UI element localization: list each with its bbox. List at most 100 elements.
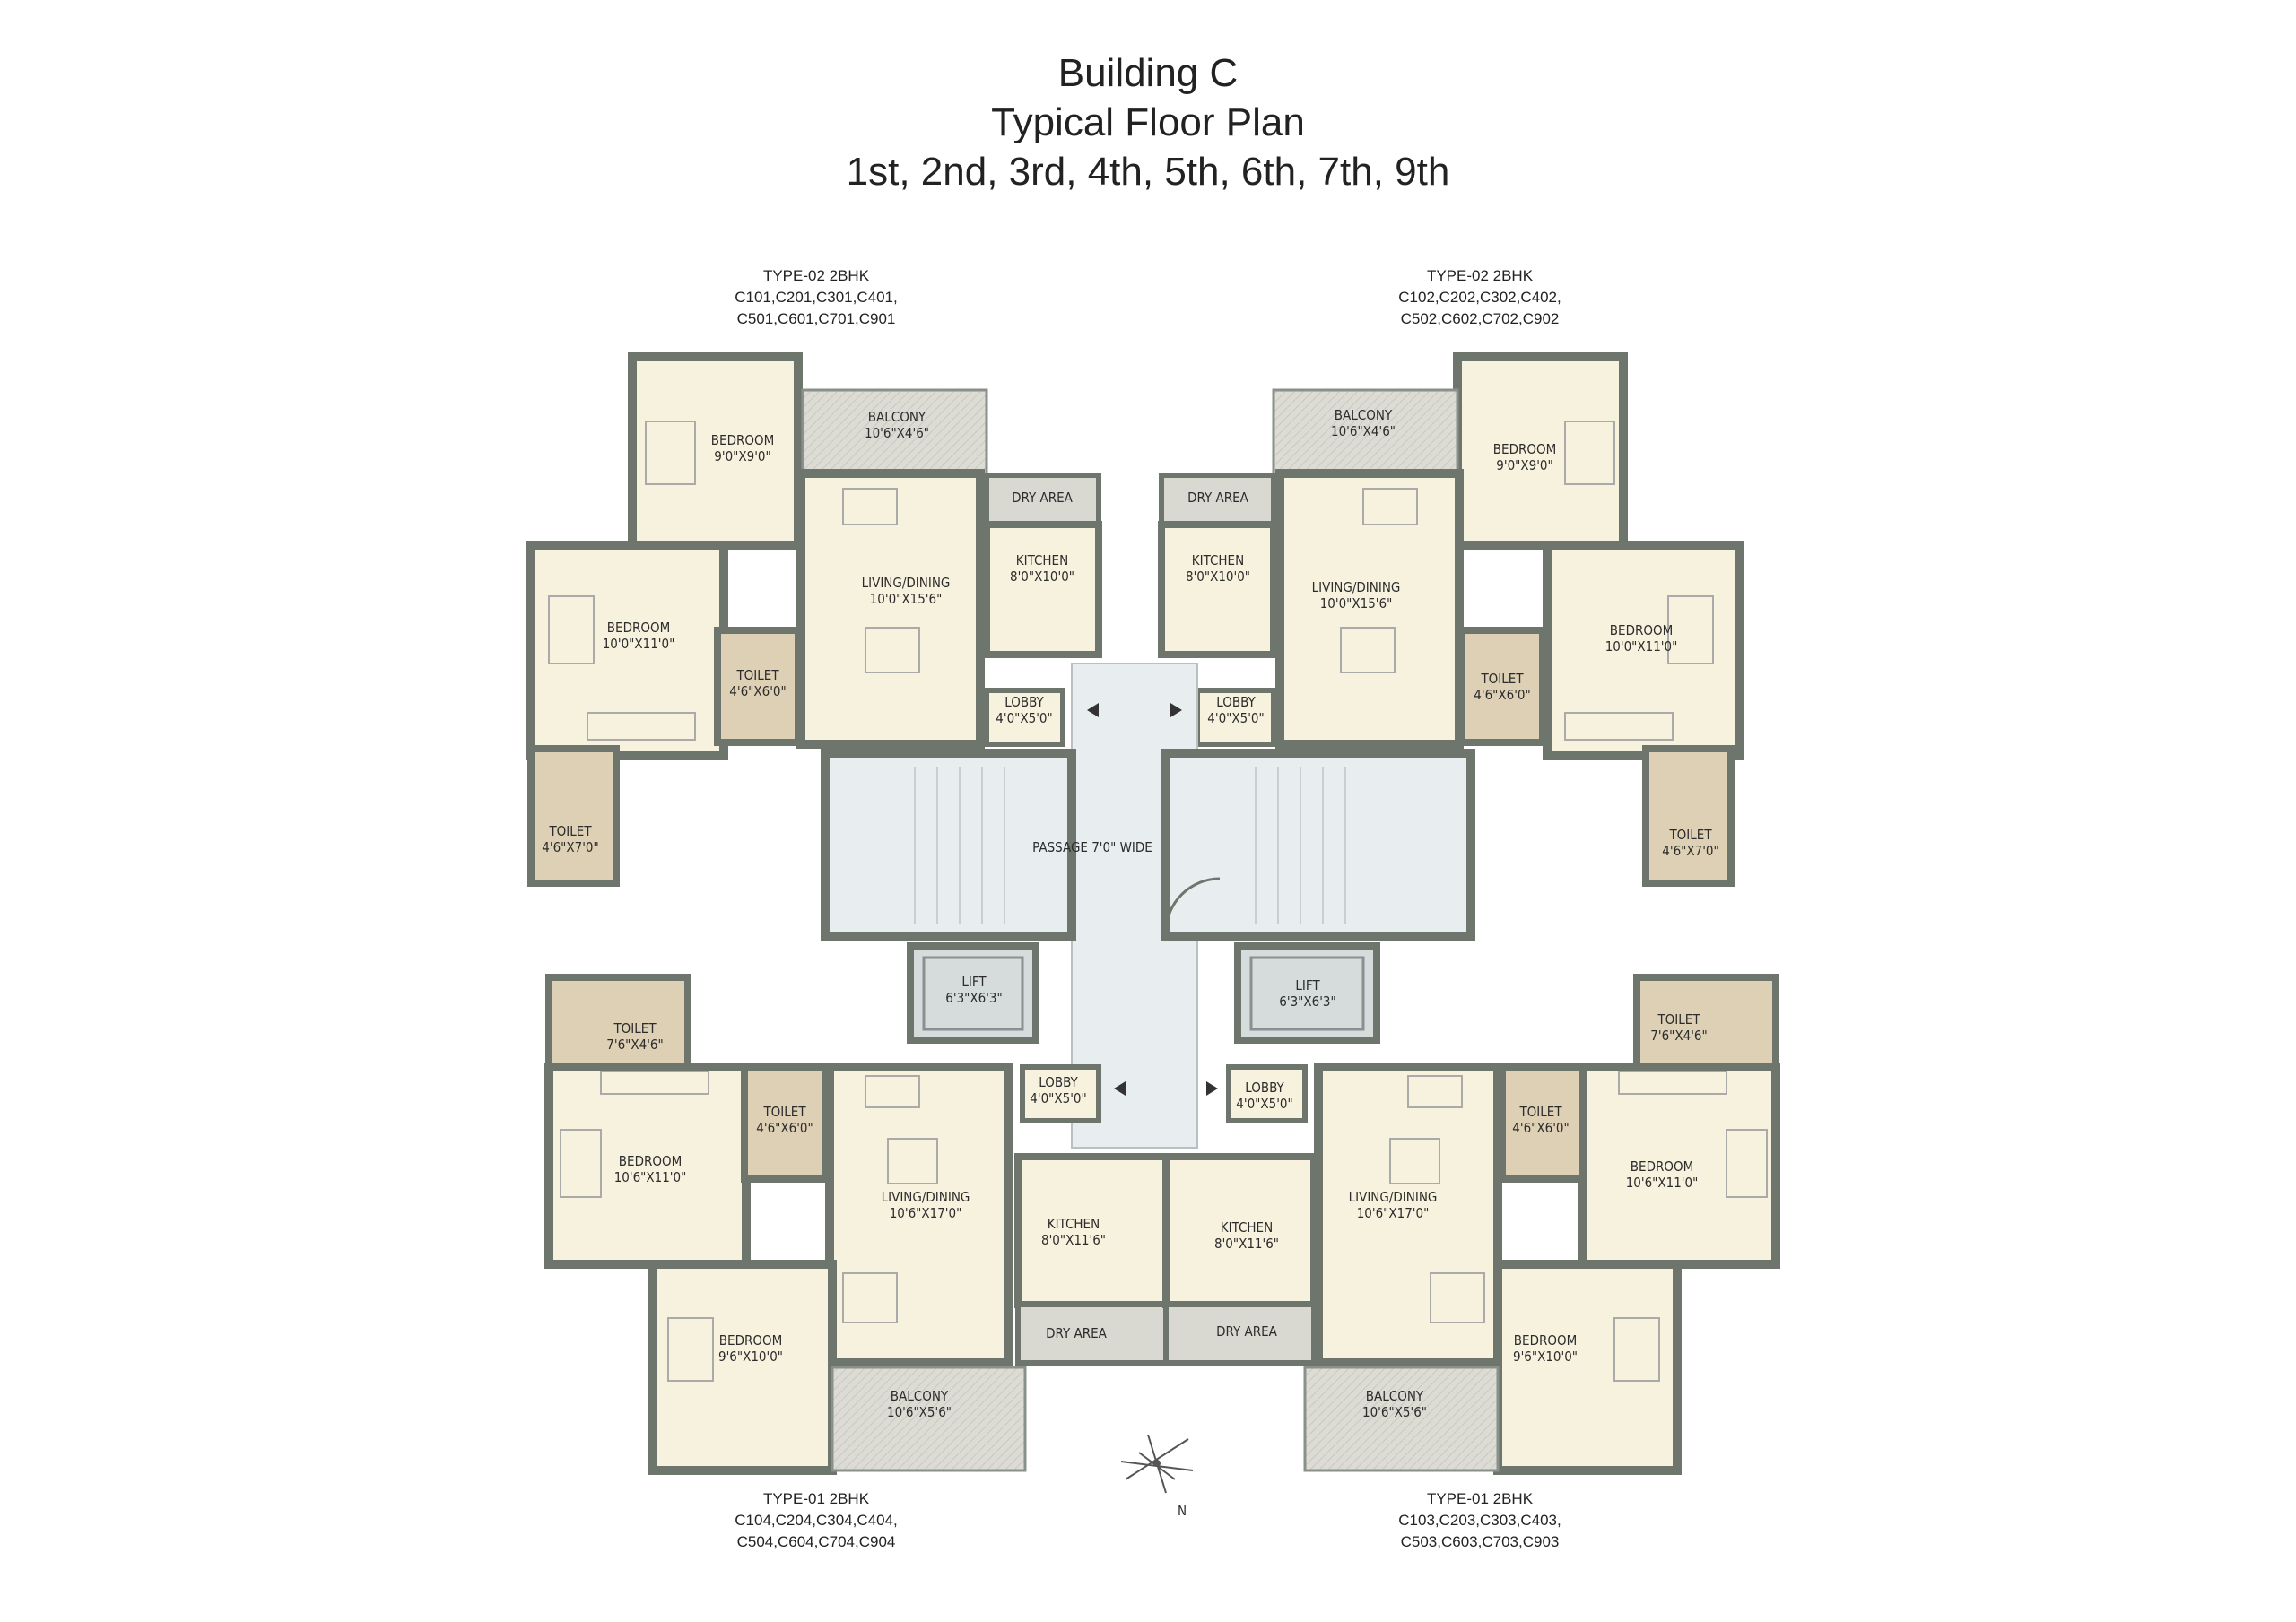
staircase-right: [1161, 749, 1475, 941]
label-dry-area: DRY AREA: [1012, 490, 1073, 506]
label-toilet: TOILET: [1480, 671, 1524, 687]
label-toilet-size: 7'6"X4'6": [1650, 1028, 1707, 1044]
room-toilet: [1499, 1063, 1587, 1183]
unit-numbers-line1: C103,C203,C303,C403,: [1398, 1512, 1561, 1529]
label-kitchen: KITCHEN: [1221, 1219, 1273, 1236]
label-living-dining: LIVING/DINING: [1349, 1189, 1438, 1205]
label-lift-size: 6'3"X6'3": [945, 990, 1002, 1006]
label-bedroom: BEDROOM: [1493, 441, 1556, 457]
label-toilet: TOILET: [1657, 1011, 1700, 1028]
unit-numbers-line1: C101,C201,C301,C401,: [735, 289, 898, 306]
unit-bottom-right: TOILET 7'6"X4'6" TOILET 4'6"X6'0" BEDROO…: [1162, 974, 1780, 1475]
room-balcony: [1272, 388, 1459, 477]
label-kitchen: KITCHEN: [1192, 552, 1244, 568]
arrow-left-icon: [1087, 703, 1099, 717]
unit-numbers-line2: C503,C603,C703,C903: [1400, 1533, 1560, 1550]
label-lift: LIFT: [1295, 977, 1320, 993]
label-toilet-size: 4'6"X6'0": [1512, 1120, 1569, 1136]
label-dry-area: DRY AREA: [1187, 490, 1248, 506]
room-toilet: [714, 627, 802, 746]
label-lobby: LOBBY: [1216, 694, 1256, 710]
room-living-dining: [825, 1063, 1013, 1367]
plan-title-subtitle: Typical Floor Plan: [991, 100, 1305, 144]
lift-left: [907, 942, 1039, 1044]
label-bedroom-size: 10'6"X11'0": [1626, 1175, 1699, 1191]
label-bedroom-size: 9'6"X10'0": [1513, 1349, 1578, 1365]
label-balcony-size: 10'6"X4'6": [865, 425, 929, 441]
label-toilet: TOILET: [762, 1104, 806, 1120]
label-toilet: TOILET: [613, 1020, 657, 1037]
label-kitchen-size: 8'0"X10'0": [1186, 568, 1250, 585]
label-living-dining-size: 10'6"X17'0": [1357, 1205, 1430, 1221]
label-living-dining-size: 10'0"X15'6": [1320, 595, 1393, 612]
label-balcony: BALCONY: [1335, 407, 1393, 423]
unit-top-right: BEDROOM 9'0"X9'0" BALCONY 10'6"X4'6" BED…: [1158, 352, 1744, 887]
label-living-dining: LIVING/DINING: [882, 1189, 970, 1205]
label-toilet: TOILET: [548, 823, 592, 839]
room-kitchen: [1158, 521, 1277, 658]
label-toilet-size: 7'6"X4'6": [606, 1037, 663, 1053]
label-lobby-size: 4'0"X5'0": [1207, 710, 1264, 726]
unit-numbers-line1: C102,C202,C302,C402,: [1398, 289, 1561, 306]
label-toilet: TOILET: [1668, 827, 1712, 843]
unit-numbers-line2: C502,C602,C702,C902: [1400, 310, 1560, 327]
unit-numbers-line2: C504,C604,C704,C904: [736, 1533, 896, 1550]
label-toilet-size: 4'6"X6'0": [729, 683, 786, 699]
unit-heading-bottom-left: TYPE-01 2BHK C104,C204,C304,C404, C504,C…: [628, 1488, 1004, 1553]
label-lobby: LOBBY: [1245, 1080, 1284, 1096]
unit-type-label: TYPE-02 2BHK: [762, 267, 870, 284]
label-toilet-size: 4'6"X6'0": [756, 1120, 813, 1136]
label-kitchen: KITCHEN: [1016, 552, 1068, 568]
label-balcony: BALCONY: [1366, 1388, 1424, 1404]
room-living-dining: [1275, 469, 1464, 749]
label-lobby: LOBBY: [1004, 694, 1044, 710]
north-label: N: [1178, 1503, 1187, 1519]
label-lobby: LOBBY: [1039, 1074, 1078, 1090]
label-living-dining: LIVING/DINING: [1312, 579, 1401, 595]
label-living-dining: LIVING/DINING: [862, 575, 951, 591]
label-dry-area: DRY AREA: [1046, 1325, 1107, 1341]
label-toilet: TOILET: [1518, 1104, 1562, 1120]
room-bedroom: [648, 1260, 837, 1475]
label-kitchen-size: 8'0"X11'6": [1041, 1232, 1106, 1248]
label-bedroom: BEDROOM: [1514, 1332, 1577, 1349]
room-balcony: [831, 1366, 1027, 1472]
label-bedroom-size: 10'6"X11'0": [614, 1169, 687, 1185]
label-lobby-size: 4'0"X5'0": [1236, 1096, 1292, 1112]
room-balcony: [1303, 1366, 1500, 1472]
room-kitchen: [983, 521, 1102, 658]
unit-heading-bottom-right: TYPE-01 2BHK C103,C203,C303,C403, C503,C…: [1292, 1488, 1668, 1553]
room-toilet: [527, 745, 620, 887]
room-toilet: [1642, 745, 1735, 887]
room-bedroom: [1493, 1260, 1682, 1475]
unit-top-left: BEDROOM 9'0"X9'0" BALCONY 10'6"X4'6" BED…: [526, 352, 1102, 887]
room-kitchen: [1014, 1153, 1170, 1308]
label-kitchen-size: 8'0"X10'0": [1010, 568, 1074, 585]
label-lift-size: 6'3"X6'3": [1279, 993, 1335, 1010]
label-bedroom-size: 9'0"X9'0": [1496, 457, 1552, 473]
plan-title-building: Building C: [1057, 51, 1239, 95]
unit-type-label: TYPE-02 2BHK: [1426, 267, 1534, 284]
label-lift: LIFT: [961, 974, 987, 990]
plan-title-floors: 1st, 2nd, 3rd, 4th, 5th, 6th, 7th, 9th: [846, 150, 1450, 194]
label-bedroom-size: 9'6"X10'0": [718, 1349, 783, 1365]
label-toilet-size: 4'6"X6'0": [1474, 687, 1530, 703]
label-balcony: BALCONY: [868, 409, 926, 425]
unit-numbers-line1: C104,C204,C304,C404,: [735, 1512, 898, 1529]
label-bedroom: BEDROOM: [1610, 622, 1673, 638]
unit-heading-top-left: TYPE-02 2BHK C101,C201,C301,C401, C501,C…: [628, 265, 1004, 330]
unit-type-label: TYPE-01 2BHK: [1426, 1490, 1534, 1507]
arrow-right-icon: [1170, 703, 1182, 717]
staircase-left: [821, 749, 1076, 941]
label-living-dining-size: 10'6"X17'0": [890, 1205, 962, 1221]
label-bedroom-size: 10'0"X11'0": [1605, 638, 1678, 655]
unit-bottom-left: TOILET 7'6"X4'6" TOILET 4'6"X6'0" BEDROO…: [544, 974, 1170, 1475]
label-toilet-size: 4'6"X7'0": [542, 839, 598, 855]
unit-numbers-line2: C501,C601,C701,C901: [736, 310, 896, 327]
label-kitchen-size: 8'0"X11'6": [1214, 1236, 1279, 1252]
label-bedroom-size: 9'0"X9'0": [714, 448, 770, 464]
unit-heading-top-right: TYPE-02 2BHK C102,C202,C302,C402, C502,C…: [1292, 265, 1668, 330]
label-bedroom: BEDROOM: [607, 620, 670, 636]
label-passage: PASSAGE 7'0" WIDE: [1032, 839, 1152, 855]
label-lobby-size: 4'0"X5'0": [1030, 1090, 1086, 1106]
